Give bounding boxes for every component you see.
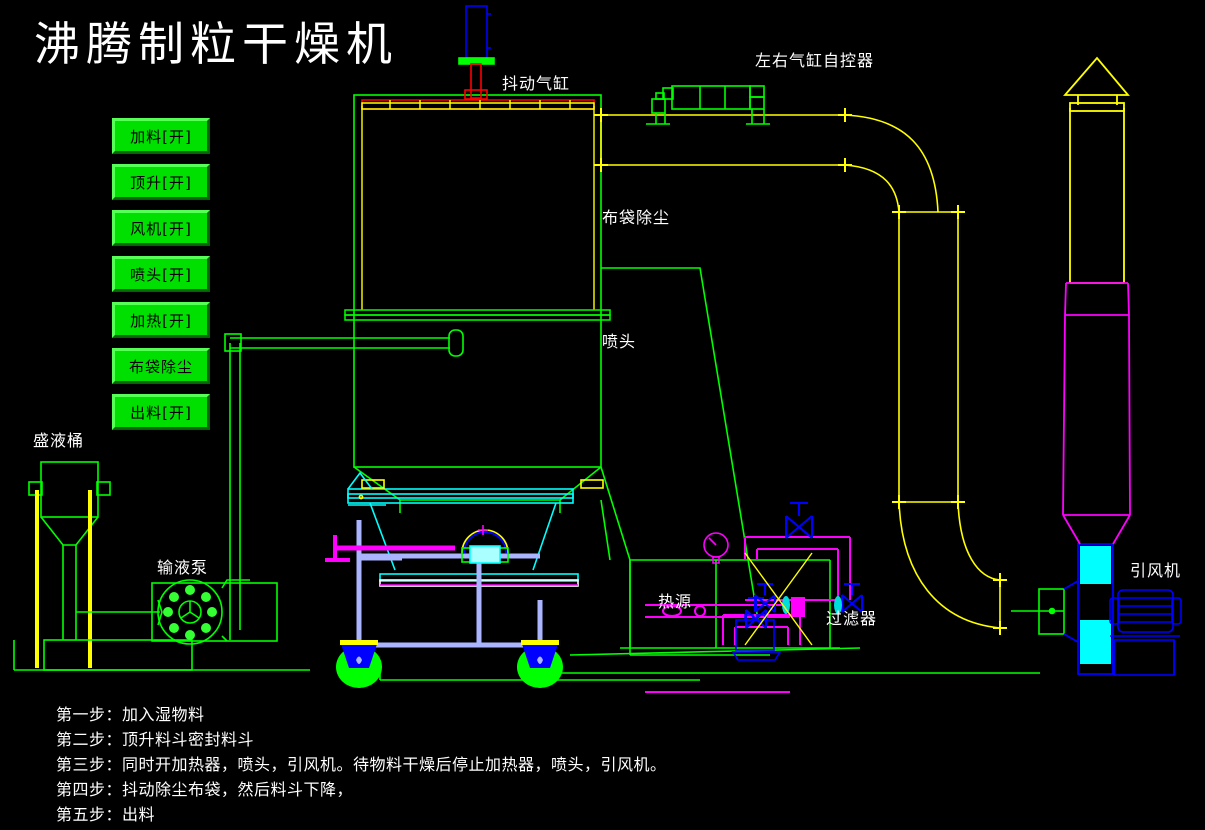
label-cylinder-controller: 左右气缸自控器 bbox=[755, 51, 875, 70]
trolley-frame bbox=[356, 520, 543, 648]
filter-bags bbox=[361, 106, 595, 310]
control-button-panel: 加料[开] 顶升[开] 风机[开] 喷头[开] 加热[开] 布袋除尘 出料[开] bbox=[112, 118, 210, 440]
label-liquid-pump: 输液泵 bbox=[157, 558, 209, 577]
procedure-step-2: 第二步：顶升料斗密封料斗 bbox=[56, 730, 255, 749]
procedure-steps: 第一步：加入湿物料 第二步：顶升料斗密封料斗 第三步：同时开加热器，喷头，引风机… bbox=[56, 702, 667, 827]
induced-draft-fan bbox=[1063, 543, 1114, 675]
heat-button-label: 加热[开] bbox=[130, 311, 192, 330]
material-bowl bbox=[347, 471, 604, 571]
filter-marker bbox=[744, 552, 813, 646]
page-title: 沸腾制粒干燥机 bbox=[34, 17, 398, 71]
exhaust-duct bbox=[594, 108, 1007, 635]
pressure-gauge bbox=[703, 532, 729, 564]
shaking-cylinder bbox=[458, 5, 495, 100]
liquid-feed-pipe bbox=[229, 343, 241, 640]
label-shaking-cylinder: 抖动气缸 bbox=[502, 74, 571, 93]
liquid-tank bbox=[13, 461, 310, 671]
discharge-button-label: 出料[开] bbox=[130, 403, 192, 422]
trolley-handle-grip bbox=[325, 535, 350, 562]
fan-duct-fill bbox=[1080, 546, 1111, 664]
bag-filter-button[interactable]: 布袋除尘 bbox=[112, 348, 210, 384]
spray-lance bbox=[224, 329, 464, 357]
main-vessel bbox=[353, 94, 602, 513]
nozzle-button[interactable]: 喷头[开] bbox=[112, 256, 210, 292]
vessel-crossbars bbox=[344, 309, 611, 321]
exhaust-stack bbox=[1062, 56, 1131, 545]
cylinder-controller bbox=[646, 85, 770, 125]
label-filter: 过滤器 bbox=[826, 609, 878, 628]
procedure-step-4: 第四步：抖动除尘布袋，然后料斗下降， bbox=[56, 780, 354, 799]
lift-button-label: 顶升[开] bbox=[130, 173, 192, 192]
procedure-step-3: 第三步：同时开加热器，喷头，引风机。待物料干燥后停止加热器，喷头，引风机。 bbox=[56, 755, 667, 774]
burner-unit bbox=[731, 614, 782, 661]
nozzle-button-label: 喷头[开] bbox=[130, 265, 192, 284]
label-bag-dust-collector: 布袋除尘 bbox=[602, 208, 671, 227]
fan-motor bbox=[1109, 589, 1182, 676]
label-heat-source: 热源 bbox=[658, 592, 693, 611]
label-spray-nozzle: 喷头 bbox=[602, 332, 637, 351]
feed-button[interactable]: 加料[开] bbox=[112, 118, 210, 154]
discharge-button[interactable]: 出料[开] bbox=[112, 394, 210, 430]
inlet-damper bbox=[1011, 588, 1065, 635]
label-liquid-tank: 盛液桶 bbox=[33, 431, 85, 450]
heat-button[interactable]: 加热[开] bbox=[112, 302, 210, 338]
label-induced-draft-fan: 引风机 bbox=[1130, 561, 1182, 580]
feed-button-label: 加料[开] bbox=[130, 127, 192, 146]
valve-discs bbox=[782, 596, 842, 614]
shaker-frame bbox=[361, 99, 595, 110]
steam-control-valve bbox=[791, 597, 805, 617]
bowl-drive-motor bbox=[461, 525, 509, 564]
lift-button[interactable]: 顶升[开] bbox=[112, 164, 210, 200]
fan-button[interactable]: 风机[开] bbox=[112, 210, 210, 246]
procedure-step-1: 第一步：加入湿物料 bbox=[56, 705, 205, 724]
procedure-step-5: 第五步：出料 bbox=[56, 805, 156, 824]
liquid-pump bbox=[76, 579, 278, 645]
bag-filter-button-label: 布袋除尘 bbox=[128, 357, 193, 376]
fan-button-label: 风机[开] bbox=[130, 219, 192, 238]
butterfly-valves bbox=[745, 502, 863, 629]
caster-wheels bbox=[336, 640, 563, 688]
